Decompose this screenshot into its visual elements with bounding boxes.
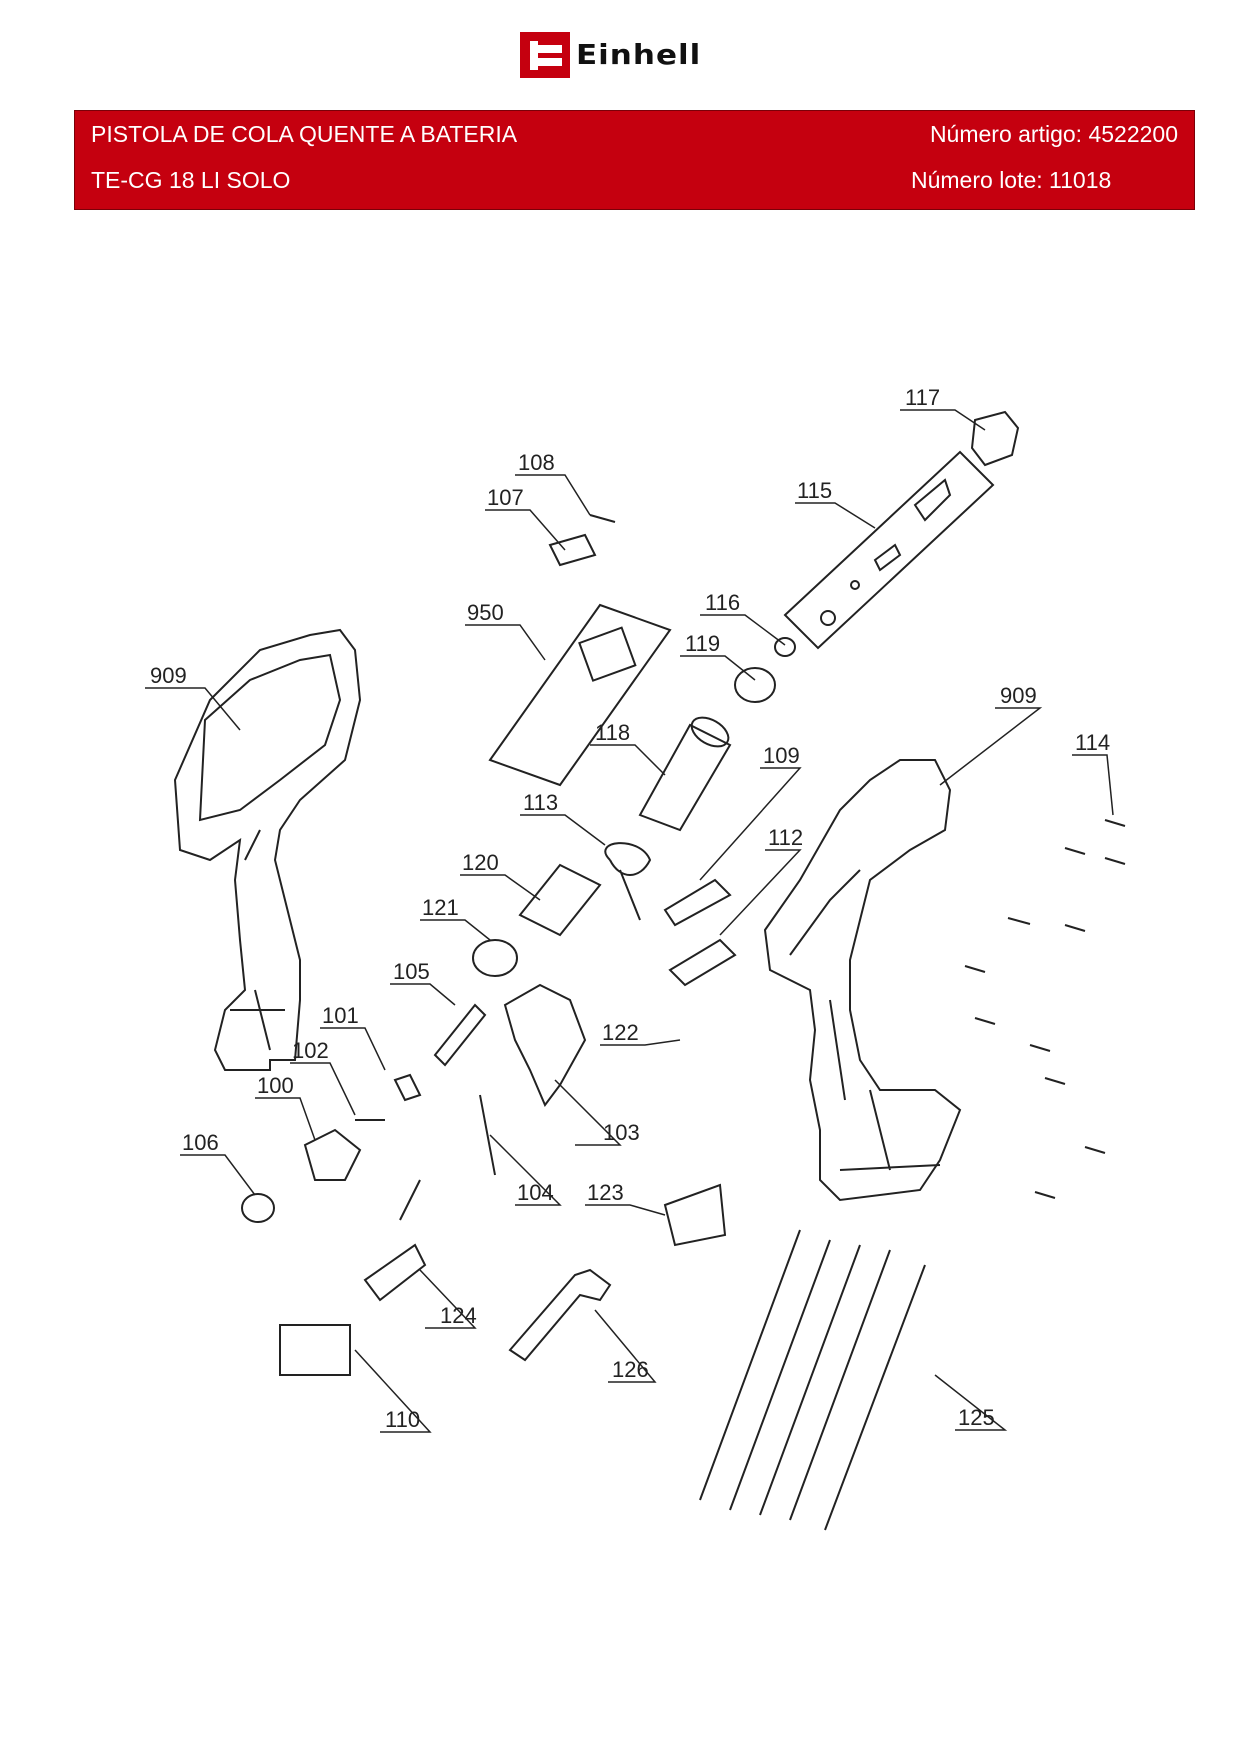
part-label: 109 (763, 743, 800, 768)
glue-sticks (699, 1229, 926, 1531)
part-label: 104 (517, 1180, 554, 1205)
part-label: 117 (905, 385, 940, 410)
part-label: 125 (958, 1405, 995, 1430)
logo-mark-icon (520, 32, 570, 78)
part-label: 112 (768, 825, 803, 850)
part-label: 115 (797, 478, 832, 503)
part-label: 909 (150, 663, 187, 688)
part-label: 122 (602, 1020, 639, 1045)
product-model: TE-CG 18 LI SOLO (91, 167, 291, 193)
part-label: 909 (1000, 683, 1037, 708)
part-label: 123 (587, 1180, 624, 1205)
part-label: 114 (1075, 730, 1110, 755)
article-number: Número artigo: 4522200 (929, 121, 1178, 147)
right-housing-part (763, 759, 962, 1202)
nozzle-part (970, 410, 1020, 467)
part-label: 124 (440, 1303, 477, 1328)
product-title: PISTOLA DE COLA QUENTE A BATERIA (91, 121, 518, 147)
lot-number: Número lote: 11018 (911, 167, 1112, 193)
part-label: 116 (705, 590, 740, 615)
spacer-part (663, 878, 732, 927)
button-part (548, 533, 597, 567)
part-label: 950 (467, 600, 504, 625)
nozzle-assembly-frame (783, 450, 995, 650)
part-label: 118 (595, 720, 630, 745)
part-label: 108 (518, 450, 555, 475)
logo-text: Einhell (576, 38, 702, 72)
part-label: 126 (612, 1357, 649, 1382)
part-label: 110 (385, 1407, 420, 1432)
part-label: 107 (487, 485, 524, 510)
part-label: 102 (292, 1038, 329, 1063)
switch-part (363, 1179, 427, 1302)
screws (964, 819, 1126, 1199)
part-label: 101 (322, 1003, 359, 1028)
part-label: 119 (685, 631, 720, 656)
trigger-part (503, 983, 587, 1107)
product-header: PISTOLA DE COLA QUENTE A BATERIA TE-CG 1… (74, 110, 1195, 210)
left-housing-part (173, 628, 362, 1071)
einhell-logo: Einhell (520, 30, 746, 80)
part-label: 103 (603, 1120, 640, 1145)
part-label: 113 (523, 790, 558, 815)
part-label: 121 (422, 895, 459, 920)
part-label: 106 (182, 1130, 219, 1155)
part-label: 120 (462, 850, 499, 875)
heating-tube-part (638, 723, 732, 832)
part-label: 100 (257, 1073, 294, 1098)
part-label: 105 (393, 959, 430, 984)
label-sheet (488, 603, 672, 787)
glue-feed-part (518, 863, 602, 937)
